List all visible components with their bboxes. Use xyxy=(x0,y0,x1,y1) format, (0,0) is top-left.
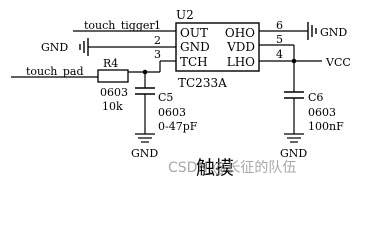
touch-circuit-schematic: U2 TC233A OUT GND TCH OHO VDD LHO 1 2 3 … xyxy=(11,8,351,179)
pin-name-gnd: GND xyxy=(180,40,210,54)
pin-name-oho: OHO xyxy=(225,26,255,40)
r4-resistor xyxy=(97,69,129,83)
pin-num-1: 1 xyxy=(154,19,161,32)
gnd-right-symbol xyxy=(307,22,317,40)
r4-package: 0603 xyxy=(100,86,128,99)
watermark-text: CSDN @长征的队伍 xyxy=(168,160,296,176)
c5-value: 0-47pF xyxy=(158,120,198,133)
net-label-gnd-left: GND xyxy=(41,41,68,54)
c5-gnd-label: GND xyxy=(131,147,158,160)
pin-num-4: 4 xyxy=(276,48,283,61)
gnd-left-symbol xyxy=(79,38,89,56)
chip-part-label: TC233A xyxy=(178,76,227,90)
pin-name-lho: LHO xyxy=(227,55,255,69)
junction-vcc xyxy=(291,58,297,64)
c5-ref: C5 xyxy=(158,91,173,104)
net-label-touch-pad: touch_pad xyxy=(26,65,84,78)
pin-num-5: 5 xyxy=(276,33,283,46)
pin-name-vdd: VDD xyxy=(226,40,255,54)
net-label-vcc: VCC xyxy=(325,56,351,69)
net-label-gnd-right: GND xyxy=(320,26,347,39)
c6-gnd-label: GND xyxy=(280,147,307,160)
r4-value: 10k xyxy=(102,100,123,113)
caption-title: 触摸 xyxy=(196,157,234,179)
pin-name-out: OUT xyxy=(180,26,208,40)
pin-name-tch: TCH xyxy=(180,55,208,69)
c6-package: 0603 xyxy=(308,106,336,119)
chip-ref-label: U2 xyxy=(176,8,194,22)
r4-ref: R4 xyxy=(103,57,118,70)
c6-ref: C6 xyxy=(308,91,323,104)
net-label-touch-tigger: touch_tigger xyxy=(84,19,155,32)
pin-num-2: 2 xyxy=(154,34,161,47)
junction-c5 xyxy=(142,69,148,75)
c5-package: 0603 xyxy=(158,106,186,119)
pin-num-6: 6 xyxy=(276,19,283,32)
pin-num-3: 3 xyxy=(154,48,161,61)
c6-value: 100nF xyxy=(308,120,344,133)
